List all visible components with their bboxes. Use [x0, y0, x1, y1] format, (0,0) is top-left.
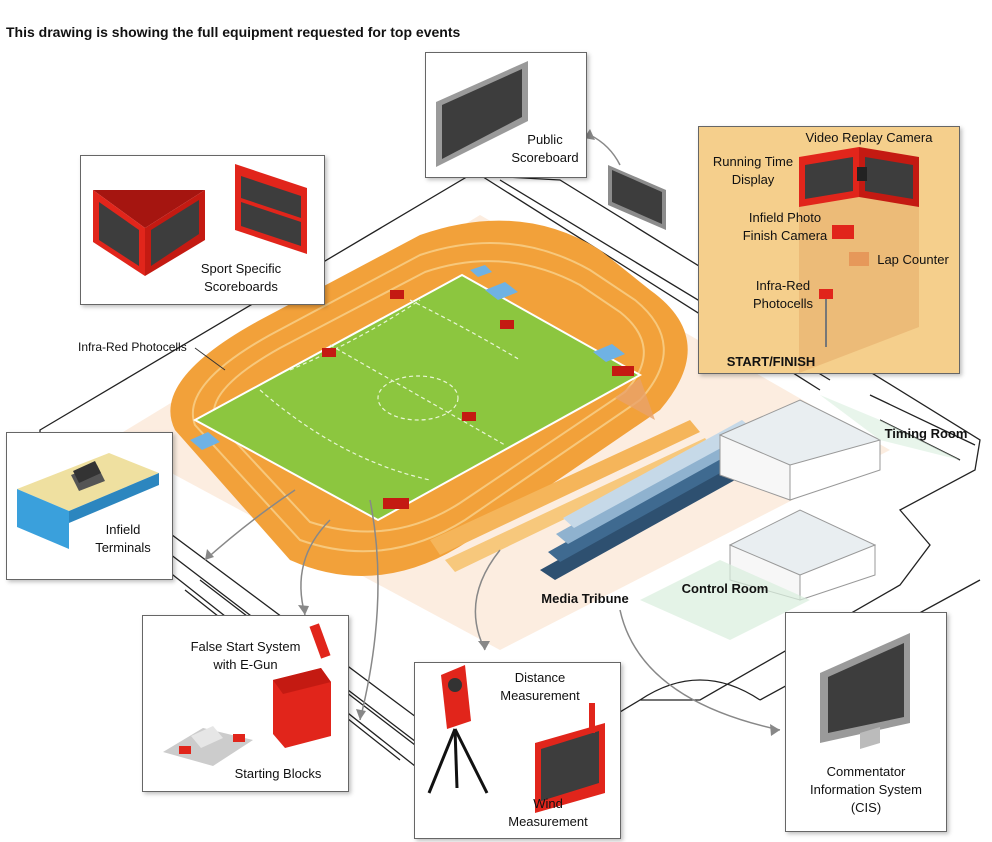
connector-arrows [204, 134, 781, 731]
measurement-callout: Distance Measurement Wind Measurement [414, 662, 621, 839]
start-finish-panel: Video Replay Camera Running Time Display… [698, 126, 960, 374]
sport-scoreboards-icon [93, 164, 307, 276]
sport-scoreboards-callout: Sport Specific Scoreboards [80, 155, 325, 305]
field-markings [259, 299, 521, 481]
public-scoreboard-callout: Public Scoreboard [425, 52, 587, 178]
media-tribune [540, 420, 754, 580]
false-start-callout: False Start System with E-Gun Starting B… [142, 615, 349, 792]
media-tribune-label: Media Tribune [541, 591, 629, 606]
start-finish-label: START/FINISH [726, 354, 816, 369]
distance-measurement-label: Distance Measurement [500, 670, 580, 703]
public-scoreboard-small [608, 165, 666, 230]
lap-counter-label: Lap Counter [877, 252, 949, 267]
cis-label: Commentator Information System (CIS) [810, 764, 922, 815]
public-scoreboard-icon [436, 61, 528, 167]
infield-terminals-label: Infield Terminals [95, 522, 151, 555]
cis-callout: Commentator Information System (CIS) [785, 612, 947, 832]
finish-photocells-label: Infra-Red Photocells [753, 278, 813, 311]
sport-scoreboards-label: Sport Specific Scoreboards [200, 261, 282, 294]
landing-mats [190, 265, 625, 450]
starting-blocks-label: Starting Blocks [234, 766, 322, 781]
field-photocells-label: Infra-Red Photocells [78, 340, 187, 354]
control-room-label: Control Room [681, 581, 769, 596]
field-scoreboards [322, 290, 634, 509]
finish-line-beam [615, 378, 655, 420]
timing-room [718, 395, 960, 501]
page-heading: This drawing is showing the full equipme… [6, 24, 461, 40]
photocell-leader [194, 347, 226, 371]
public-scoreboard-label: Public Scoreboard [511, 132, 579, 165]
video-replay-camera-label: Video Replay Camera [805, 130, 933, 145]
control-room [640, 509, 877, 640]
finish-equipment-icon [799, 147, 919, 373]
measurement-icon [427, 665, 605, 813]
wind-measurement-label: Wind Measurement [508, 796, 588, 829]
terminal-desk-icon [17, 453, 159, 549]
photo-finish-camera-label: Infield Photo Finish Camera [742, 210, 828, 243]
cis-monitor-icon [820, 633, 910, 749]
infield-grass [192, 273, 643, 522]
timing-room-label: Timing Room [884, 426, 968, 441]
false-start-label: False Start System with E-Gun [190, 639, 301, 672]
infield-terminals-callout: Infield Terminals [6, 432, 173, 580]
false-start-icon [163, 623, 331, 766]
running-time-display-label: Running Time Display [712, 154, 794, 187]
